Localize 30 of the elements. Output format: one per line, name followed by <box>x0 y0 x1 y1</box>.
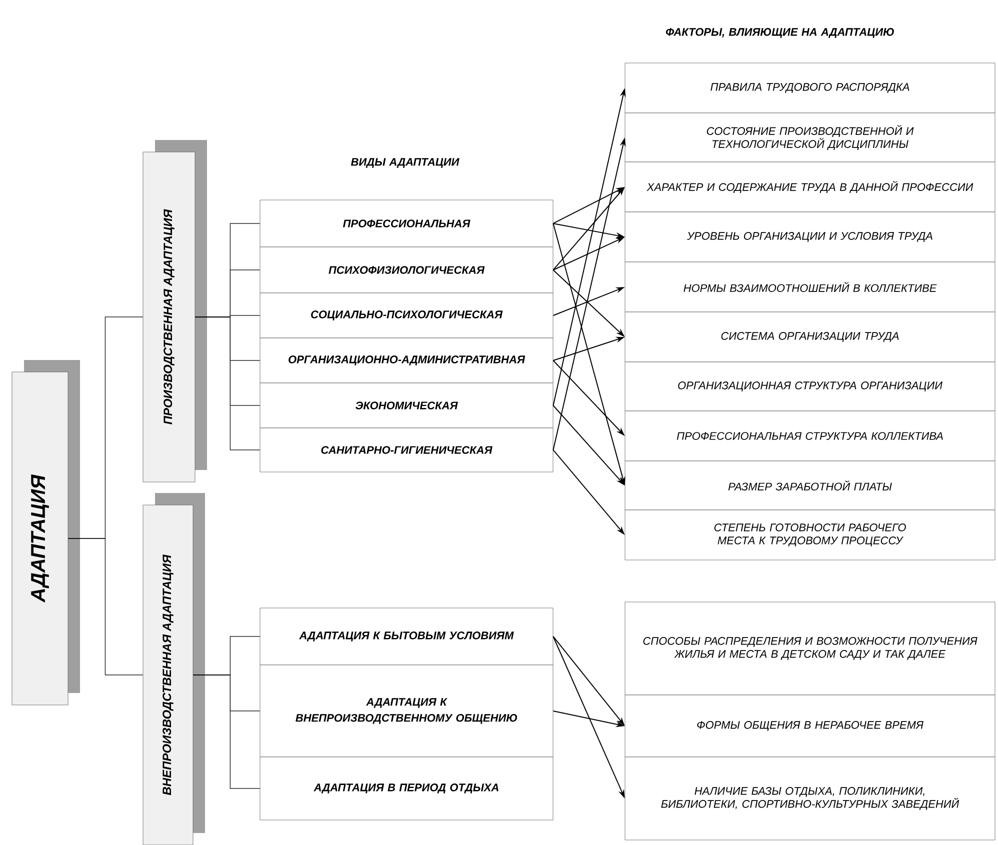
factor-box: НАЛИЧИЕ БАЗЫ ОТДЫХА, ПОЛИКЛИНИКИ, БИБЛИОТЕКИ, СПОРТИВНО-КУЛЬТУРНЫХ ЗАВЕДЕНИЙ <box>624 756 996 840</box>
adaptation-type-box: САНИТАРНО-ГИГИЕНИЧЕСКАЯ <box>260 428 554 472</box>
factor-box: СТЕПЕНЬ ГОТОВНОСТИ РАБОЧЕГО МЕСТА К ТРУДОВОМУ ПРОЦЕССУ <box>624 510 996 560</box>
heading: ВИДЫ АДАПТАЦИИ <box>350 158 460 168</box>
connector-line <box>194 316 260 450</box>
factor-box: ХАРАКТЕР И СОДЕРЖАНИЕ ТРУДА В ДАННОЙ ПРОФЕССИИ <box>624 162 996 212</box>
factor-box: ПРАВИЛА ТРУДОВОГО РАСПОРЯДКА <box>624 62 996 114</box>
category-box: АДАПТАЦИЯ <box>12 360 80 706</box>
adaptation-type-box: ПСИХОФИЗИОЛОГИЧЕСКАЯ <box>260 246 554 294</box>
adaptation-type-box: АДАПТАЦИЯ К ВНЕПРОИЗВОДСТВЕННОМУ ОБЩЕНИЮ <box>260 664 554 758</box>
connector-line <box>68 538 144 676</box>
connector-line <box>192 674 260 789</box>
adaptation-type-box: АДАПТАЦИЯ В ПЕРИОД ОТДЫХА <box>260 756 554 820</box>
category-box: ПРОИЗВОДСТВЕННАЯ АДАПТАЦИЯ <box>142 140 207 482</box>
adaptation-type-box: ЭКОНОМИЧЕСКАЯ <box>260 382 554 428</box>
factor-box: ПРОФЕССИОНАЛЬНАЯ СТРУКТУРА КОЛЛЕКТИВА <box>624 410 996 462</box>
heading: ФАКТОРЫ, ВЛИЯЮЩИЕ НА АДАПТАЦИЮ <box>666 28 894 38</box>
factor-box: НОРМЫ ВЗАИМООТНОШЕНИЙ В КОЛЛЕКТИВЕ <box>624 262 996 312</box>
factor-box: СОСТОЯНИЕ ПРОИЗВОДСТВЕННОЙ И ТЕХНОЛОГИЧЕСКОЙ ДИСЦИПЛИНЫ <box>624 112 996 162</box>
factor-box: УРОВЕНЬ ОРГАНИЗАЦИИ И УСЛОВИЯ ТРУДА <box>624 212 996 262</box>
category-box: ВНЕПРОИЗВОДСТВЕННАЯ АДАПТАЦИЯ <box>142 492 205 845</box>
factor-box: ФОРМЫ ОБЩЕНИЯ В НЕРАБОЧЕЕ ВРЕМЯ <box>624 694 996 758</box>
factor-box: ОРГАНИЗАЦИОННАЯ СТРУКТУРА ОРГАНИЗАЦИИ <box>624 362 996 412</box>
adaptation-type-box: ПРОФЕССИОНАЛЬНАЯ <box>260 200 554 248</box>
adaptation-type-box: АДАПТАЦИЯ К БЫТОВЫМ УСЛОВИЯМ <box>260 608 554 666</box>
factor-box: РАЗМЕР ЗАРАБОТНОЙ ПЛАТЫ <box>624 460 996 510</box>
factor-box: СИСТЕМА ОРГАНИЗАЦИИ ТРУДА <box>624 312 996 362</box>
factor-box: СПОСОБЫ РАСПРЕДЕЛЕНИЯ И ВОЗМОЖНОСТИ ПОЛУЧЕНИЯ ЖИЛЬЯ И МЕСТА В ДЕТСКОМ САДУ И ТАК ДАЛЕЕ <box>624 602 996 696</box>
adaptation-type-box: ОРГАНИЗАЦИОННО-АДМИНИСТРАТИВНАЯ <box>260 338 554 384</box>
adaptation-type-box: СОЦИАЛЬНО-ПСИХОЛОГИЧЕСКАЯ <box>260 292 554 338</box>
